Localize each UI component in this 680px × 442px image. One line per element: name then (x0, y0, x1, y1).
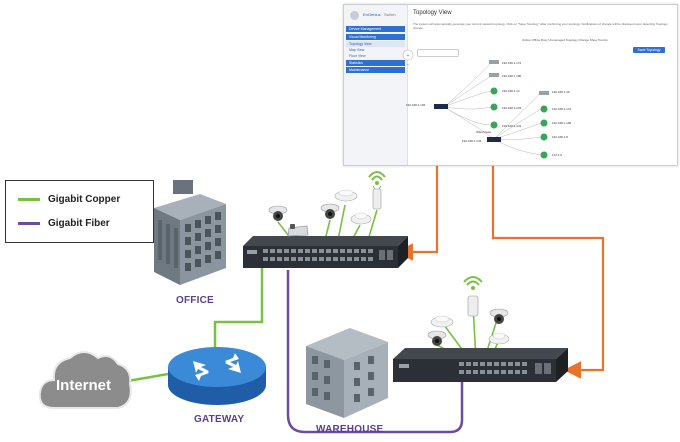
zoom-controls[interactable]: + − (401, 49, 415, 69)
menu-item-maintenance[interactable]: Maintenance (346, 67, 405, 73)
office-camera-icon (320, 203, 340, 219)
copper-gateway-office (213, 268, 264, 350)
svg-text:+: + (407, 53, 410, 59)
menu-item-floor-view[interactable]: Floor View (349, 54, 366, 58)
node-label-warehouse-switch: 192.168.1.143 (462, 139, 482, 143)
menu-item-statistics[interactable]: Statistics (346, 60, 405, 66)
menu-item-topology-view[interactable]: Topology View (346, 41, 405, 47)
internet-cloud-icon (38, 351, 132, 409)
node-label-ap-right-2: 192.168.1.172 (552, 107, 572, 111)
warehouse-label: WAREHOUSE (316, 424, 384, 435)
node-label-ap-right-4: 192.168.1.8 (552, 135, 568, 139)
legend-label-fiber: Gigabit Fiber (48, 218, 110, 229)
node-label-warehouse-name: Warehouse (476, 130, 492, 134)
node-label-root: 192.168.1.102 (406, 103, 426, 107)
warehouse-arrow (491, 150, 605, 379)
save-topology-button[interactable]: Save Topology (633, 47, 665, 53)
legend-item-copper: Gigabit Copper (18, 194, 120, 205)
node-label-ap-left-5: 192.168.1.143 (502, 124, 522, 128)
office-arrow (395, 160, 439, 261)
office-ceiling-ap-icon-2 (350, 212, 372, 225)
internet-label: Internet (56, 377, 112, 394)
office-phone-icon (287, 224, 309, 237)
warehouse-switch-icon (393, 348, 568, 382)
copper-swatch (18, 198, 40, 201)
legend-item-fiber: Gigabit Fiber (18, 218, 110, 229)
office-ptz-camera-icon (268, 205, 288, 221)
node-label-ap-left-3: 192.168.1.14 (502, 89, 520, 93)
node-label-ap-left-4: 192.168.1.233 (502, 106, 522, 110)
brand-sub-label: Switch (384, 12, 396, 17)
copper-internet-gateway (127, 372, 169, 383)
node-label-ap-right-1: 192.168.1.40 (552, 90, 570, 94)
warehouse-ceiling-ap-icon (430, 315, 454, 328)
warehouse-ceiling-ap-icon-2 (488, 332, 510, 345)
screenshot-legend: Online Offline Busy Unmanaged Topology C… (522, 38, 608, 42)
office-label: OFFICE (176, 295, 214, 306)
topology-graph (434, 60, 549, 159)
legend-label-copper: Gigabit Copper (48, 194, 121, 205)
topology-search-input[interactable] (417, 49, 459, 57)
topology-screenshot: EnGenius Switch Device Management Visual… (343, 4, 678, 166)
menu-item-map-view[interactable]: Map View (349, 48, 365, 52)
svg-text:−: − (407, 62, 410, 68)
screenshot-title: Topology View (413, 10, 452, 16)
warehouse-ptz-camera-icon (489, 308, 509, 324)
legend: Gigabit Copper Gigabit Fiber (5, 180, 154, 243)
fiber-swatch (18, 222, 40, 225)
warehouse-outdoor-ap-icon (463, 276, 483, 317)
screenshot-sidebar: EnGenius Switch Device Management Visual… (344, 5, 408, 165)
gateway-label: GATEWAY (194, 414, 245, 425)
office-outdoor-ap-icon (368, 171, 386, 210)
node-label-ap-right-5: 172.1.6 (552, 153, 563, 157)
office-building-icon (154, 180, 226, 285)
fiber-office-warehouse (286, 270, 464, 434)
node-label-ap-left-1: 192.168.1.172 (502, 61, 522, 65)
office-switch-icon (243, 236, 408, 268)
logo-icon (350, 11, 359, 20)
warehouse-camera-icon (427, 330, 447, 346)
node-label-ap-left-2: 192.168.1.186 (502, 74, 522, 78)
gateway-router-icon (168, 347, 266, 405)
screenshot-description: The system will automatically generate y… (413, 22, 668, 30)
menu-item-device-management[interactable]: Device Management (346, 26, 405, 32)
warehouse-building-icon (306, 328, 388, 418)
brand-label: EnGenius (363, 12, 381, 17)
office-ceiling-ap-icon (334, 189, 358, 202)
menu-item-visual-monitoring[interactable]: Visual Monitoring (346, 34, 405, 40)
node-label-ap-right-3: 192.168.1.196 (552, 121, 572, 125)
